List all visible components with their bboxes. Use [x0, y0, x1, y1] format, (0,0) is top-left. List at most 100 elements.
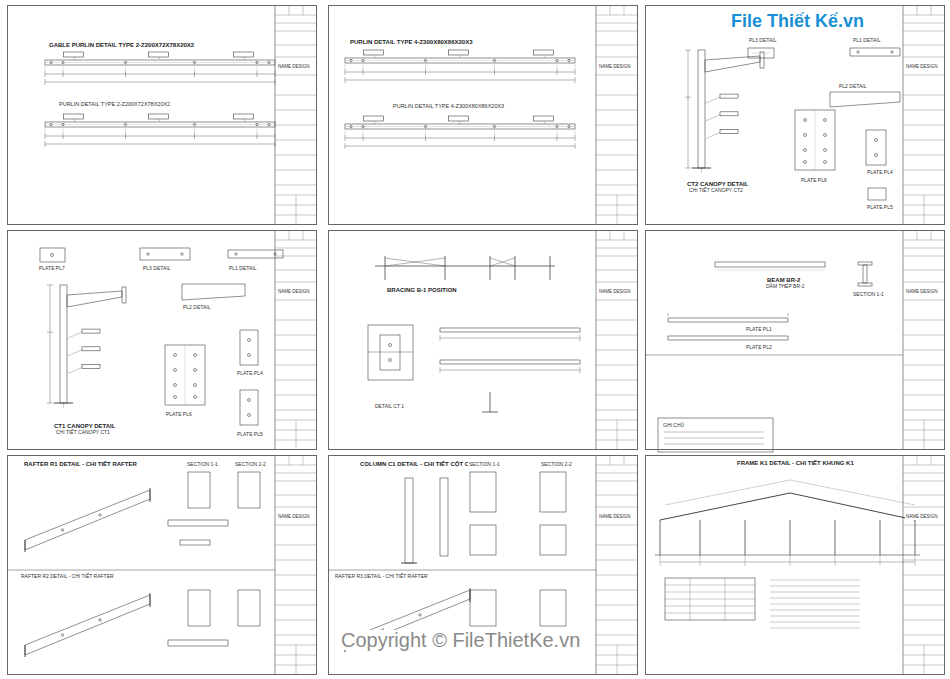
drawing-line [68, 332, 82, 338]
drawing-rect [368, 325, 413, 380]
drawing-line [617, 420, 618, 450]
drawing-line [668, 313, 669, 316]
drawing-line [903, 395, 945, 396]
drawing-sheet: RAFTER R1 DETAIL - CHI TIẾT RAFTER [7, 455, 317, 675]
drawing-sheet: GABLE PURLIN DETAIL TYPE 2-Z200X72X78X20… [7, 5, 317, 225]
drawing-line [385, 256, 386, 280]
drawing-line [903, 481, 945, 482]
drawing-line [275, 350, 317, 351]
bolt-hole [50, 61, 52, 63]
drawing-line [903, 31, 945, 32]
drawing-line [490, 258, 515, 266]
drawing-line [194, 66, 195, 71]
drawing-rect [850, 48, 900, 56]
drawing-line [50, 285, 51, 403]
drawing-line [550, 256, 551, 280]
bolt-hole [61, 634, 63, 636]
drawing-line [610, 455, 611, 465]
drawing-label: CHI TIẾT CANOPY CT1 [55, 430, 111, 435]
drawing-line [903, 335, 945, 336]
drawing-line [25, 540, 26, 552]
drawing-rect [234, 52, 254, 57]
drawing-line [660, 562, 915, 563]
bolt-hole [824, 149, 827, 152]
drawing-line [494, 135, 495, 141]
drawing-line [490, 256, 491, 280]
bolt-hole [556, 125, 558, 127]
drawing-rect [363, 50, 383, 55]
drawing-line [580, 367, 581, 373]
sheet-title: CT2 CANOPY DETAIL [686, 181, 749, 187]
bolt-hole [147, 253, 149, 255]
drawing-line [515, 256, 516, 280]
drawing-line [363, 135, 364, 141]
drawing-label: PL1 DETAIL [852, 38, 881, 43]
drawing-line [596, 335, 638, 336]
drawing-line [275, 79, 276, 85]
drawing-line [275, 282, 317, 283]
drawing-line [385, 258, 445, 266]
bolt-hole [875, 154, 878, 157]
drawing-line [575, 64, 576, 69]
drawing-rect [668, 336, 788, 340]
bolt-hole [350, 125, 352, 127]
drawing-line [345, 60, 575, 61]
bolt-hole [419, 614, 421, 616]
drawing-line [596, 185, 638, 186]
drawing-rect [858, 262, 872, 265]
drawing-line [770, 622, 860, 623]
drawing-line [425, 135, 426, 141]
drawing-rect [668, 318, 788, 322]
bolt-hole [857, 51, 859, 53]
drawing-label: SECTION 1-1 [186, 462, 219, 467]
bolt-hole [256, 61, 258, 63]
drawing-rect [240, 390, 258, 425]
drawing-line [915, 520, 916, 555]
drawing-line [580, 335, 581, 341]
bolt-hole [62, 61, 64, 63]
drawing-rect [238, 590, 260, 626]
drawing-line [275, 66, 276, 71]
drawing-rect [149, 114, 169, 119]
drawing-line [596, 350, 638, 351]
bolt-hole [194, 369, 197, 372]
drawing-label: CHI TIẾT CANOPY CT2 [688, 188, 744, 193]
drawing-line [275, 128, 276, 133]
drawing-line [345, 130, 346, 135]
drawing-line [903, 45, 945, 46]
drawing-line [257, 128, 258, 133]
drawing-line [275, 507, 317, 508]
drawing-line [903, 270, 945, 271]
drawing-line [275, 270, 317, 271]
watermark: Copyright © FileThietKe.vn [340, 630, 581, 650]
drawing-line [596, 605, 638, 606]
bolt-hole [99, 619, 101, 621]
bolt-hole [50, 123, 52, 125]
drawing-line [63, 128, 64, 133]
drawing-line [303, 5, 304, 15]
bolt-hole [256, 123, 258, 125]
drawing-line [194, 133, 195, 139]
drawing-line [903, 248, 945, 249]
drawing-line [596, 75, 638, 76]
drawing-label: NAME DESIGN [277, 65, 311, 70]
drawing-line [903, 605, 945, 606]
bolt-hole [124, 123, 126, 125]
bolt-hole [493, 59, 495, 61]
drawing-line [596, 230, 597, 450]
drawing-line [665, 480, 790, 505]
drawing-label: PLATE PL2 [745, 345, 773, 350]
drawing-rect [720, 94, 738, 98]
drawing-rect [345, 58, 575, 63]
drawing-line [275, 155, 317, 156]
drawing-rect [363, 116, 383, 121]
drawing-line [275, 395, 317, 396]
drawing-rect [82, 365, 100, 369]
drawing-line [685, 50, 691, 51]
drawing-rect [748, 48, 774, 58]
drawing-line [770, 604, 860, 605]
drawing-line [903, 230, 904, 450]
drawing-line [790, 493, 915, 520]
drawing-line [664, 438, 764, 439]
drawing-line [275, 560, 317, 561]
